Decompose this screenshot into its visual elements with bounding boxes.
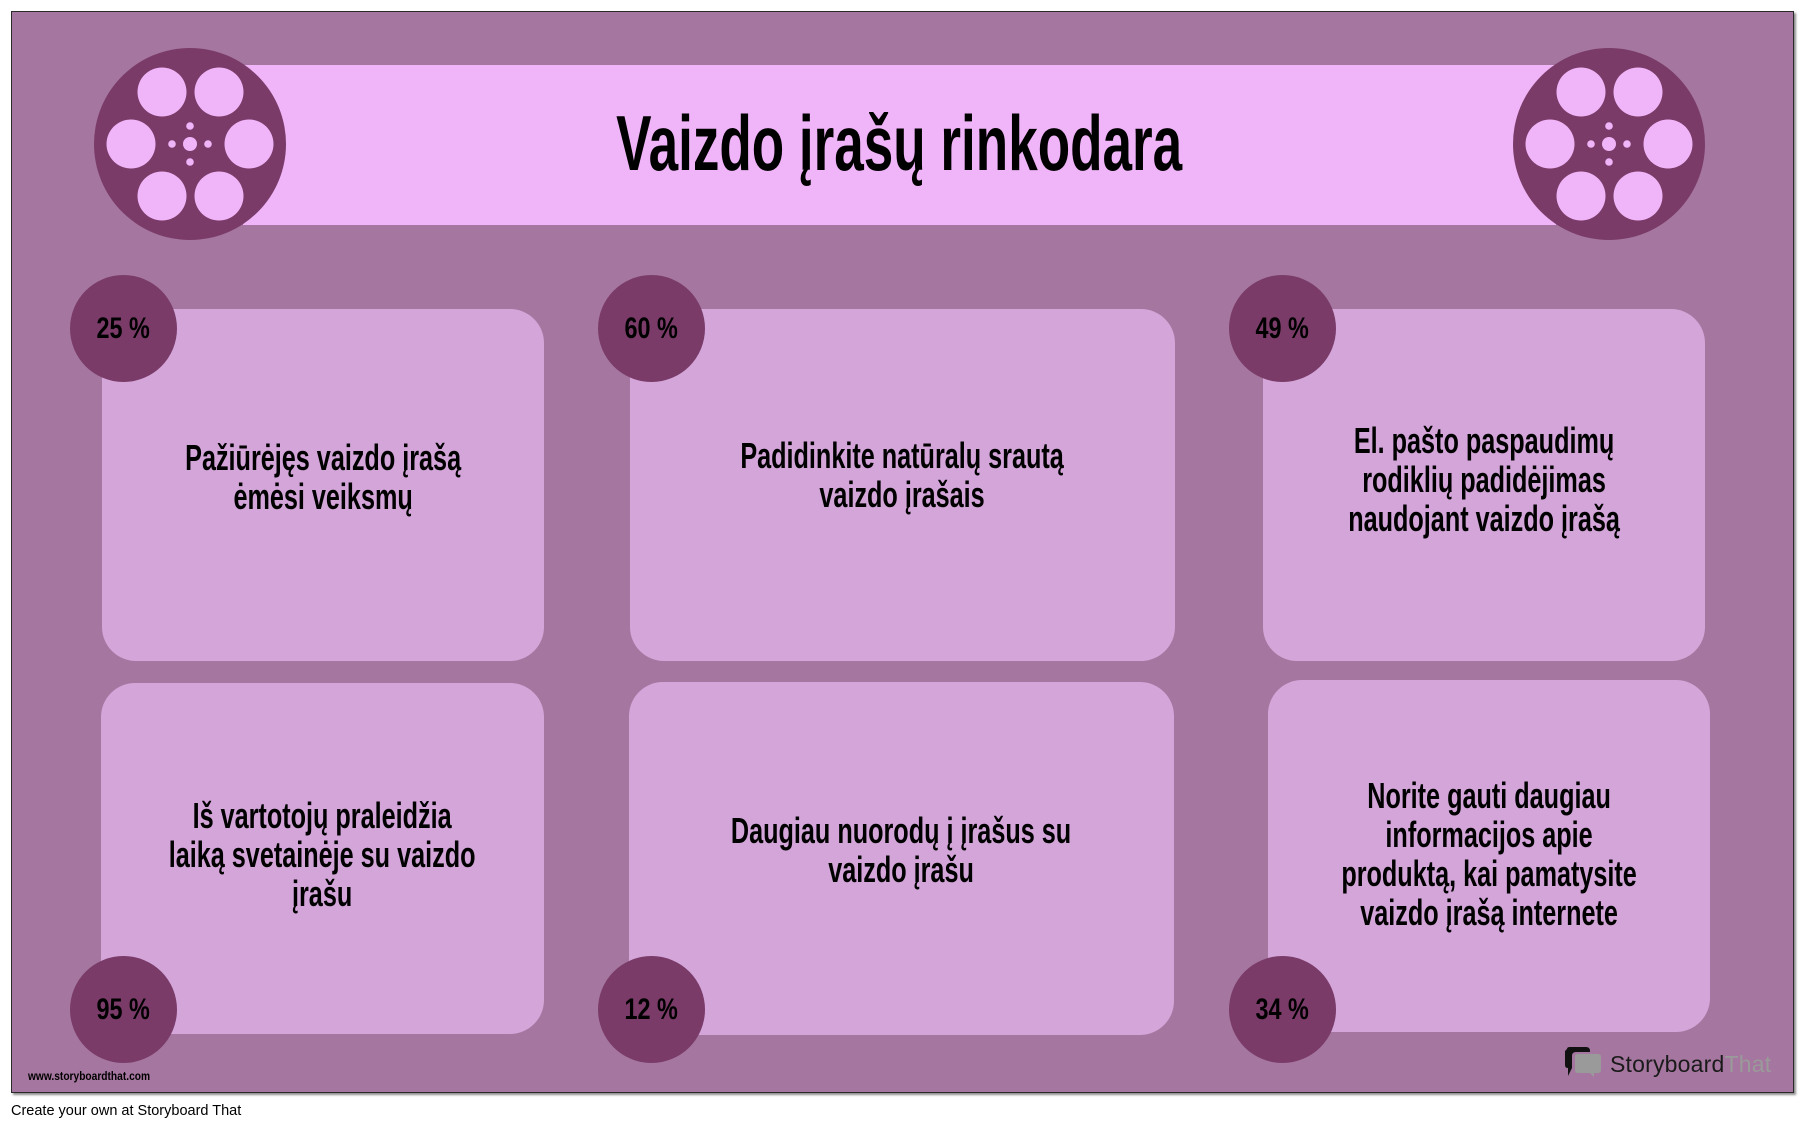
- stat-description-line: vaizdo įrašais: [819, 474, 986, 515]
- stat-percent: 34 %: [1255, 992, 1310, 1026]
- stat-description: Padidinkite natūralų srautą vaizdo įraša…: [741, 436, 1064, 514]
- stat-percent: 95 %: [96, 992, 151, 1026]
- stat-badge: 95 %: [70, 956, 177, 1063]
- stat-description-line: informacijos apie: [1385, 814, 1593, 855]
- speech-bubbles-icon: [1562, 1046, 1604, 1083]
- stat-description-line: Padidinkite natūralų srautą: [740, 435, 1065, 476]
- stat-description-line: ėmėsi veiksmų: [233, 476, 413, 517]
- infographic-poster: Vaizdo įrašų rinkodara: [11, 11, 1794, 1093]
- film-reel-icon: [1513, 48, 1705, 240]
- storyboardthat-logo[interactable]: StoryboardThat: [1562, 1046, 1771, 1083]
- stat-percent: 12 %: [624, 992, 679, 1026]
- stat-description: El. pašto paspaudimų rodiklių padidėjima…: [1348, 421, 1620, 538]
- stat-percent: 49 %: [1255, 311, 1310, 345]
- stat-percent: 60 %: [624, 311, 679, 345]
- stat-card: Padidinkite natūralų srautą vaizdo įraša…: [630, 309, 1175, 661]
- stat-description-line: Norite gauti daugiau: [1367, 775, 1611, 816]
- create-your-own-link[interactable]: Create your own at Storyboard That: [11, 1103, 242, 1119]
- stat-description-line: Iš vartotojų praleidžia: [192, 795, 453, 836]
- stat-description: Daugiau nuorodų į įrašus su vaizdo įrašu: [731, 811, 1071, 889]
- stat-description-line: produktą, kai pamatysite: [1341, 853, 1637, 894]
- stat-badge: 25 %: [70, 275, 177, 382]
- stat-card: Norite gauti daugiau informacijos apie p…: [1268, 680, 1710, 1032]
- stat-description: Pažiūrėjęs vaizdo įrašą ėmėsi veiksmų: [185, 438, 461, 516]
- stat-card: Daugiau nuorodų į įrašus su vaizdo įrašu: [629, 682, 1174, 1035]
- film-reel-icon: [94, 48, 286, 240]
- stat-card: El. pašto paspaudimų rodiklių padidėjima…: [1263, 309, 1705, 661]
- stat-badge: 12 %: [598, 956, 705, 1063]
- stat-description-line: Daugiau nuorodų į įrašus su: [731, 809, 1072, 851]
- page-title-wrap: Vaizdo įrašų rinkodara: [243, 83, 1556, 203]
- stat-description: Norite gauti daugiau informacijos apie p…: [1341, 776, 1636, 932]
- stat-percent: 25 %: [96, 311, 151, 345]
- stat-card: Iš vartotojų praleidžia laiką svetainėje…: [101, 683, 544, 1034]
- stat-description-line: rodiklių padidėjimas: [1362, 458, 1606, 500]
- stat-badge: 60 %: [598, 275, 705, 382]
- logo-text-storyboard: Storyboard: [1610, 1050, 1725, 1077]
- stat-description-line: įrašu: [292, 873, 353, 914]
- page-title: Vaizdo įrašų rinkodara: [616, 98, 1183, 187]
- stat-description-line: vaizdo įrašu: [828, 848, 975, 890]
- stat-badge: 34 %: [1229, 956, 1336, 1063]
- logo-text-that: That: [1724, 1050, 1772, 1077]
- title-banner: Vaizdo įrašų rinkodara: [243, 65, 1556, 225]
- stat-description-line: naudojant vaizdo įrašą: [1348, 497, 1620, 539]
- stat-badge: 49 %: [1229, 275, 1336, 382]
- stat-description: Iš vartotojų praleidžia laiką svetainėje…: [169, 796, 476, 913]
- logo-text: StoryboardThat: [1610, 1051, 1771, 1078]
- stat-description-line: Pažiūrėjęs vaizdo įrašą: [185, 437, 461, 478]
- website-url: www.storyboardthat.com: [28, 1069, 151, 1083]
- stat-card: Pažiūrėjęs vaizdo įrašą ėmėsi veiksmų: [102, 309, 544, 661]
- stat-description-line: vaizdo įrašą internete: [1360, 892, 1618, 933]
- stat-description-line: laiką svetainėje su vaizdo: [169, 834, 476, 875]
- stat-description-line: El. pašto paspaudimų: [1353, 419, 1615, 461]
